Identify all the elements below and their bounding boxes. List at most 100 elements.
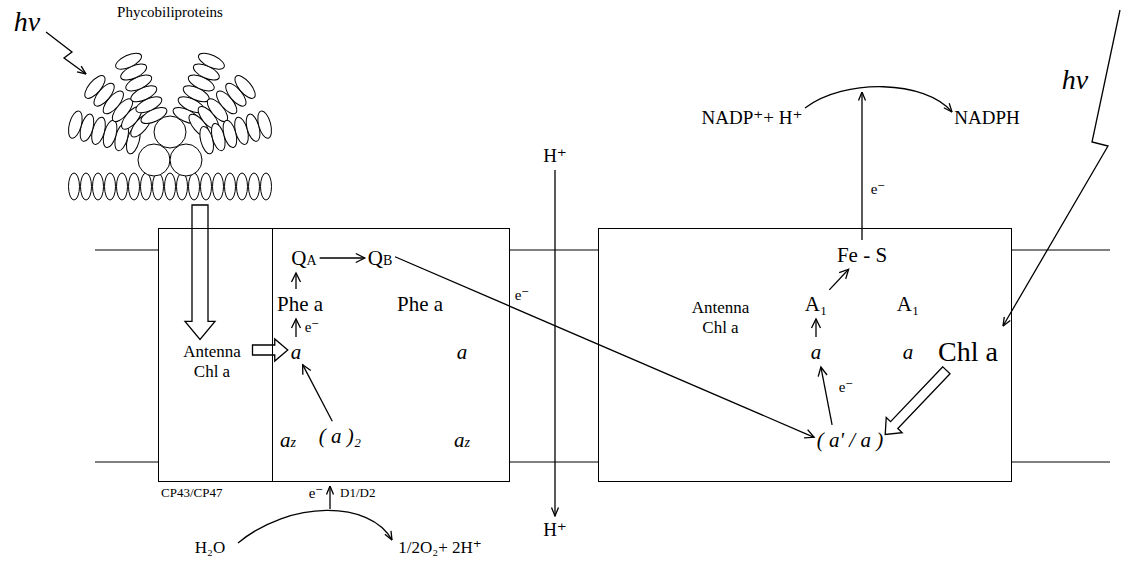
phylloquinone: A₁ [897, 292, 920, 316]
pheophytin: Phe a [277, 292, 323, 316]
label-text: NADP⁺+ H⁺ [702, 107, 803, 129]
electron-transfer-arrow [292, 273, 301, 289]
phycobilisome-core [154, 116, 186, 148]
node-text: ( a' / a ) [817, 428, 883, 452]
light-symbol: hν [1062, 64, 1088, 96]
light-arrow [1003, 10, 1120, 326]
arrow-line [303, 365, 333, 422]
label-text: e⁻ [309, 485, 324, 502]
arrow-head [303, 365, 311, 375]
arrow-line [829, 269, 848, 290]
membrane-line [95, 462, 158, 463]
arrow-head [812, 319, 821, 328]
phycobilisome-rod [197, 110, 274, 156]
proton-arrow [554, 170, 555, 516]
arrow-line [295, 319, 296, 337]
electron-transfer-arrow [829, 269, 848, 290]
hollow-arrow [885, 367, 950, 435]
edge-label-holder: e⁻ [515, 287, 530, 304]
photosystem-box: Antenna Chl a Fe - S A₁ A₁ a a Chl a ( a' / a ) [598, 228, 1012, 482]
arrow-head [804, 430, 814, 438]
accessory-chlorophyll: az [280, 428, 296, 452]
proton-label: H⁺ [543, 145, 567, 167]
node-text: QB [368, 246, 393, 270]
phycobilisome-core [170, 144, 202, 176]
electron-label: e⁻ [309, 485, 324, 502]
arrow-line [295, 273, 296, 289]
nadp-reduction-arrow [805, 87, 952, 112]
node-text: Antenna Chl a [683, 298, 758, 337]
electron-transfer-arrow [303, 365, 333, 422]
quinone: QB [368, 246, 393, 270]
membrane-line [510, 462, 598, 463]
node-text: a [457, 340, 468, 364]
edge-label-holder: e⁻ [839, 379, 854, 396]
label-text: H⁺ [543, 519, 567, 541]
edge-label: e⁻ [515, 287, 530, 304]
arrow-head [818, 367, 827, 377]
node-text: Phe a [277, 292, 323, 316]
special-pair: ( a )₂ [319, 424, 361, 448]
membrane-line [95, 250, 158, 251]
electron-transfer-arrow [320, 253, 365, 262]
arrow-line [395, 257, 814, 438]
iron-sulfur-cluster: Fe - S [837, 243, 887, 267]
node-text: Antenna Chl a [175, 342, 250, 381]
arrow-line [320, 257, 365, 258]
electron-arrow [329, 486, 330, 509]
node-text: Chl a [938, 336, 998, 368]
energy-transfer-arrow [253, 339, 288, 361]
edge-label-holder: e⁻ [305, 319, 320, 336]
phycobilisome-drawing [66, 50, 274, 201]
membrane-line [1012, 462, 1110, 463]
chlorophyll: a [291, 340, 302, 364]
edge-label: e⁻ [305, 319, 320, 336]
product-label: 1/2O₂+ 2H⁺ [398, 538, 482, 558]
node-text: Fe - S [837, 243, 887, 267]
chlorophyll: a [811, 340, 822, 364]
electron-arrow [861, 92, 862, 240]
light-symbol: hν [14, 6, 40, 38]
label-text: e⁻ [871, 181, 886, 198]
accessory-chlorophyll: az [454, 428, 470, 452]
arrow-line [821, 367, 832, 425]
arrow-head [292, 273, 301, 282]
pheophytin: Phe a [397, 292, 443, 316]
electron-transfer-arrow [812, 319, 821, 337]
connectors [185, 205, 950, 438]
reactant-label: H₂O [195, 538, 225, 558]
hollow-arrow [185, 205, 215, 339]
edge-label: e⁻ [839, 379, 854, 396]
phycobilisome-base [68, 172, 272, 201]
proton-label: H⁺ [543, 519, 567, 541]
arrow-head [292, 319, 301, 328]
product-label: NADPH [954, 107, 1019, 129]
node-text: ( a )₂ [319, 424, 361, 448]
arrow-head [839, 269, 848, 279]
quinone: QA [291, 246, 316, 270]
electron-transfer-arrow [395, 257, 814, 438]
label-text: H₂O [195, 538, 225, 558]
chlorophyll: a [903, 340, 914, 364]
electron-label: e⁻ [871, 181, 886, 198]
label-text: hν [1062, 64, 1088, 96]
node-text: Phycobiliproteins [60, 4, 280, 21]
label-text: hν [14, 6, 40, 38]
label-text: 1/2O₂+ 2H⁺ [398, 538, 482, 558]
water-splitting-arrow [238, 510, 392, 543]
membrane-lines [95, 250, 1110, 462]
membrane-line [1012, 250, 1110, 251]
phylloquinone: A₁ [805, 292, 828, 316]
phycobilisome-core [138, 144, 170, 176]
node-text: az [280, 428, 296, 452]
energy-transfer-arrow [885, 367, 950, 435]
light-and-flow-arrows [46, 10, 1120, 543]
electron-transfer-arrow [818, 367, 832, 425]
arrow-head [356, 253, 365, 262]
antenna-pigment: Antenna Chl a [175, 342, 250, 381]
membrane-line [510, 250, 598, 251]
node-text: az [454, 428, 470, 452]
